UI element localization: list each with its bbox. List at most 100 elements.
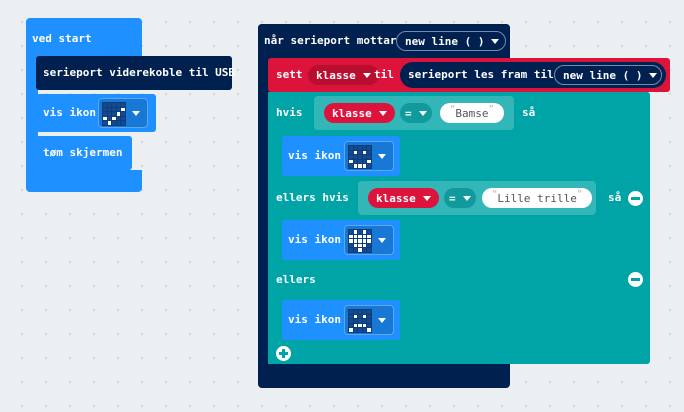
led-cell (362, 248, 367, 252)
delimiter-dropdown[interactable]: new line ( ) (396, 31, 506, 51)
set-variable-dropdown[interactable]: klasse (308, 65, 379, 85)
serial-redirect-usb-block[interactable]: serieport viderekoble til USB (36, 56, 236, 90)
string-input-1[interactable]: “ Bamse ” (440, 103, 504, 123)
quote-open-icon: “ (450, 105, 456, 115)
led-cell (358, 230, 362, 234)
led-cell (349, 328, 353, 332)
led-cell (358, 150, 362, 155)
icon-picker[interactable] (98, 98, 148, 128)
led-cell (353, 319, 358, 323)
icon-picker[interactable] (344, 305, 394, 335)
led-cell (121, 121, 125, 125)
heart-icon (348, 229, 372, 253)
read-delimiter-value: new line ( ) (563, 68, 643, 82)
on-start-block[interactable]: ved start serieport viderekoble til USB … (26, 0, 235, 192)
led-cell (107, 116, 112, 121)
led-cell (112, 116, 116, 121)
led-cell (353, 164, 358, 168)
if-spine (268, 92, 282, 364)
read-delimiter-dropdown[interactable]: new line ( ) (554, 65, 662, 85)
led-cell (349, 164, 353, 168)
on-start-hat (26, 18, 142, 56)
led-cell (116, 107, 121, 112)
led-cell (349, 234, 353, 239)
led-cell (353, 314, 358, 319)
led-cell (107, 121, 112, 125)
led-cell (349, 310, 353, 314)
string-value-1: Bamse (455, 106, 489, 120)
chevron-down-icon (418, 110, 427, 116)
serial-event-header-bg (258, 24, 510, 58)
led-cell (358, 164, 362, 168)
else-if-label: ellers hvis (276, 191, 349, 204)
led-cell (353, 328, 358, 332)
led-cell (367, 159, 371, 164)
delimiter-value: new line ( ) (405, 34, 485, 48)
set-label: sett (276, 68, 303, 81)
chevron-down-icon (378, 238, 386, 243)
led-cell (358, 319, 362, 323)
led-cell (367, 234, 371, 239)
then-label-2: så (608, 191, 622, 204)
led-cell (121, 116, 125, 121)
compare-block-2[interactable]: klasse = “ Lille trille ” (358, 181, 596, 215)
led-cell (353, 248, 358, 252)
led-cell (362, 230, 367, 234)
led-cell (362, 323, 367, 328)
show-icon-block[interactable]: vis ikon (282, 136, 400, 176)
chevron-down-icon (462, 195, 471, 201)
compare-operator-value: = (449, 191, 456, 205)
chevron-down-icon (422, 195, 431, 201)
add-else-if-icon[interactable] (276, 346, 291, 361)
led-cell (353, 230, 358, 234)
led-cell (349, 239, 353, 243)
serial-event-label: når serieport mottar (264, 34, 397, 47)
led-cell (367, 155, 371, 159)
compare-operator-dropdown[interactable]: = (400, 103, 432, 123)
show-icon-block[interactable]: vis ikon (282, 300, 400, 340)
set-variable-value: klasse (316, 68, 356, 82)
set-variable-block[interactable]: sett klasse til serieport les fram til n… (268, 58, 670, 92)
chevron-down-icon (491, 38, 500, 44)
string-input-2[interactable]: “ Lille trille ” (482, 188, 593, 208)
compare-block-1[interactable]: klasse = “ Bamse ” (314, 96, 514, 130)
show-icon-block[interactable]: vis ikon (282, 220, 400, 260)
led-cell (367, 314, 371, 319)
compare-operator-dropdown[interactable]: = (444, 188, 476, 208)
led-cell (358, 328, 362, 332)
led-cell (353, 310, 358, 314)
led-cell (349, 230, 353, 234)
remove-else-if-icon[interactable] (628, 191, 643, 206)
led-cell (353, 146, 358, 150)
led-cell (107, 103, 112, 107)
serial-read-until-block[interactable]: serieport les fram til new line ( ) (400, 62, 666, 88)
led-cell (116, 116, 121, 121)
led-cell (362, 155, 367, 159)
led-cell (121, 103, 125, 107)
string-value-2: Lille trille (497, 191, 577, 205)
led-cell (349, 248, 353, 252)
compare-variable-dropdown[interactable]: klasse (368, 188, 439, 208)
serial-read-until-label: serieport les fram til (408, 68, 554, 81)
chevron-down-icon (362, 72, 371, 78)
led-cell (362, 146, 367, 150)
remove-else-icon[interactable] (628, 272, 643, 287)
led-cell (362, 328, 367, 332)
led-cell (103, 103, 107, 107)
led-cell (116, 112, 121, 116)
icon-picker[interactable] (344, 225, 394, 255)
quote-close-icon: ” (488, 105, 494, 115)
icon-picker[interactable] (344, 141, 394, 171)
serial-redirect-usb-label: serieport viderekoble til USB (43, 66, 236, 79)
clear-screen-block[interactable]: tøm skjermen (36, 136, 132, 170)
led-cell (367, 323, 371, 328)
led-cell (362, 234, 367, 239)
quote-close-icon: ” (576, 190, 583, 200)
chevron-down-icon (378, 110, 387, 116)
led-cell (362, 310, 367, 314)
led-cell (121, 107, 125, 112)
serial-received-block[interactable]: når serieport mottar new line ( ) sett k… (258, 24, 672, 390)
led-cell (121, 112, 125, 116)
compare-variable-dropdown[interactable]: klasse (324, 103, 395, 123)
show-icon-block[interactable]: vis ikon (36, 94, 156, 132)
